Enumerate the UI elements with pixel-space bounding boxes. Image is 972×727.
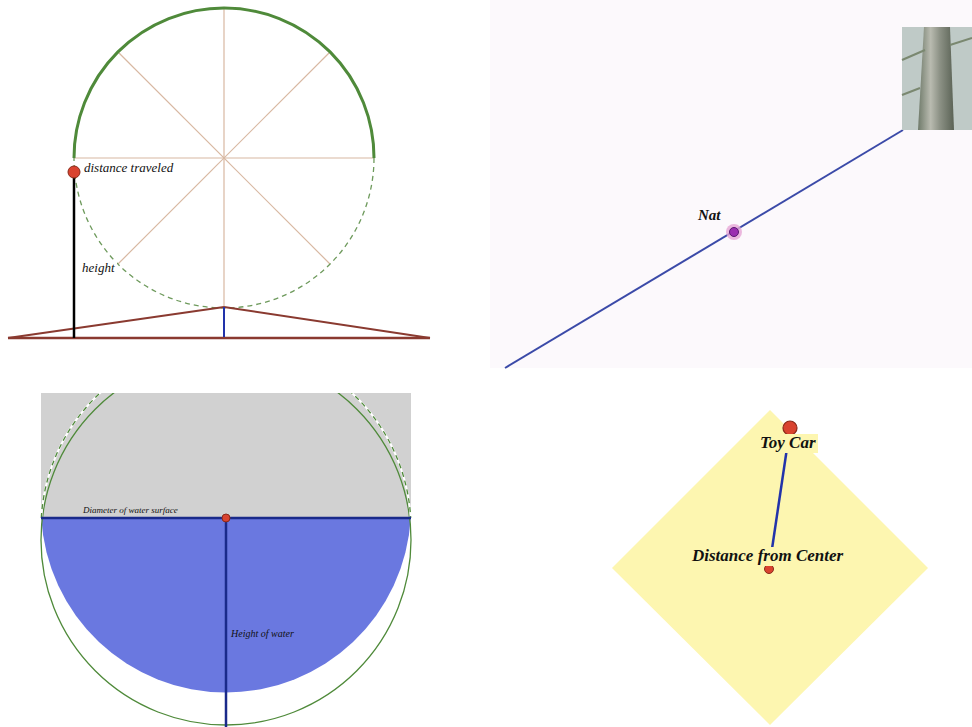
object-label: Toy Car [758, 434, 818, 453]
point-label: distance traveled [82, 161, 175, 175]
toy-car-track [612, 410, 928, 725]
person-label: Nat [696, 207, 723, 224]
water-tank [33, 393, 418, 727]
ferris-wheel [8, 8, 430, 338]
dimension-label: Height of water [229, 628, 296, 639]
dimension-label: Diameter of water surface [81, 506, 180, 516]
dimension-label: Distance from Center [690, 547, 845, 566]
dimension-label: height [80, 261, 117, 275]
walking-path [490, 0, 972, 368]
